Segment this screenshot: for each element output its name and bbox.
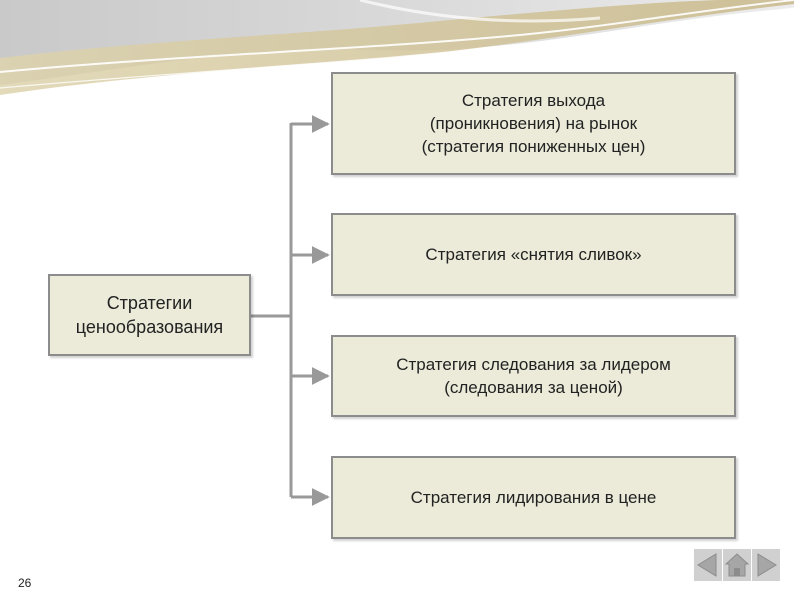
page-number: 26: [18, 576, 32, 590]
header-swoosh-decoration: [0, 0, 794, 95]
node-skimming-strategy: Стратегия «снятия сливок»: [331, 213, 736, 296]
slide-navigation: [694, 549, 780, 581]
home-icon: [723, 549, 751, 581]
root-node-pricing-strategies: Стратегии ценообразования: [48, 274, 251, 356]
node-follow-the-leader-strategy: Стратегия следования за лидером (следова…: [331, 335, 736, 417]
arrow-right-icon: [752, 549, 780, 581]
home-slide-button[interactable]: [723, 549, 751, 581]
next-slide-button[interactable]: [752, 549, 780, 581]
arrow-left-icon: [694, 549, 722, 581]
node-market-penetration-strategy: Стратегия выхода (проникновения) на рыно…: [331, 72, 736, 175]
node-price-leadership-strategy: Стратегия лидирования в цене: [331, 456, 736, 539]
previous-slide-button[interactable]: [694, 549, 722, 581]
